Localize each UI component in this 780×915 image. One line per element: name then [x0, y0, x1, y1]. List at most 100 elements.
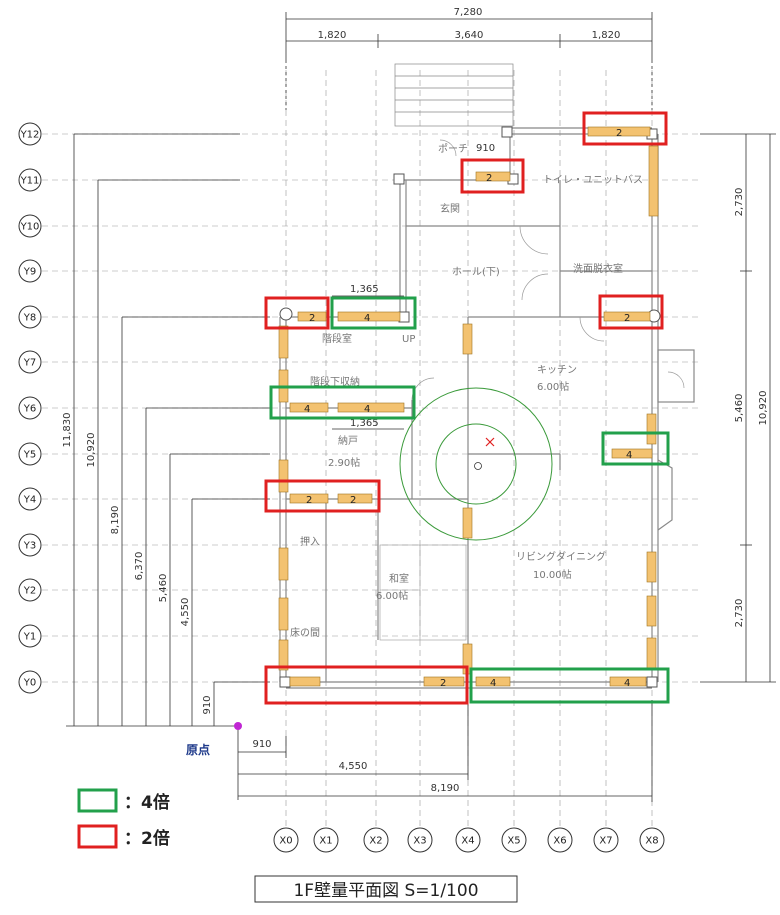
axis-bubble-y	[18, 259, 42, 283]
dim-left-5: 5,460	[158, 574, 169, 603]
axis-label-x: X1	[319, 836, 332, 847]
dim-top-c: 1,820	[592, 30, 621, 41]
svg-text:4: 4	[626, 450, 632, 461]
dim-porch: 910	[476, 143, 495, 154]
room-living: リビングダイニング	[516, 550, 606, 563]
room-up: UP	[402, 334, 415, 345]
svg-text:2: 2	[306, 495, 312, 506]
axis-label-x: X5	[507, 836, 520, 847]
axis-bubble-y	[18, 305, 42, 329]
room-hall: ホール(下)	[452, 266, 500, 278]
legend-label-2x: ：2倍	[124, 828, 170, 849]
axis-bubble-x	[363, 827, 389, 853]
legend: ：4倍 ：2倍	[77, 788, 170, 849]
svg-text:2: 2	[616, 128, 622, 139]
axis-bubble-x	[407, 827, 433, 853]
svg-text:2: 2	[309, 313, 315, 324]
axis-bubble-y	[18, 578, 42, 602]
origin-label: 原点	[186, 742, 210, 757]
axis-bubble-x	[313, 827, 339, 853]
axis-label-y: Y11	[20, 176, 40, 187]
room-oshiire: 押入	[300, 535, 320, 548]
center-of-gravity	[399, 387, 553, 541]
dim-left-6: 4,550	[180, 598, 191, 627]
room-porch: ポーチ	[438, 143, 468, 155]
plan-title-text: 1F壁量平面図 S=1/100	[293, 881, 478, 901]
svg-text:2: 2	[350, 495, 356, 506]
svg-text:2: 2	[440, 678, 446, 689]
room-nando: 納戸	[338, 434, 358, 447]
dim-left-7: 910	[202, 695, 213, 714]
axis-label-x: X3	[413, 836, 426, 847]
room-washitsu: 和室	[389, 572, 409, 585]
axis-label-y: Y3	[23, 541, 36, 552]
tatami-pattern	[379, 544, 467, 641]
axis-bubble-x	[639, 827, 665, 853]
dim-top-b: 3,640	[455, 30, 484, 41]
svg-text:4: 4	[364, 404, 370, 415]
legend-swatch-4x	[77, 788, 118, 813]
svg-text:4: 4	[304, 404, 310, 415]
dim-left-1: 11,830	[62, 413, 73, 448]
svg-text:2: 2	[624, 313, 630, 324]
svg-text:4: 4	[490, 678, 496, 689]
svg-text:4: 4	[624, 678, 630, 689]
svg-text:4: 4	[364, 313, 370, 324]
left-dimensions	[66, 133, 270, 727]
entry-steps	[394, 63, 514, 127]
axis-label-x: X0	[279, 836, 292, 847]
axis-label-y: Y12	[20, 130, 40, 141]
axis-bubble-x	[455, 827, 481, 853]
axis-label-y: Y6	[23, 404, 36, 415]
axis-bubble-y	[18, 168, 42, 192]
axis-label-y: Y4	[23, 495, 36, 506]
room-washitsu-size: 6.00帖	[376, 589, 408, 602]
axis-bubble-y	[18, 396, 42, 420]
top-dimensions	[285, 12, 653, 110]
dim-bottom-2: 4,550	[339, 761, 368, 772]
axis-bubble-y	[18, 350, 42, 374]
dim-right-total: 10,920	[758, 391, 769, 426]
room-toilet-bath: トイレ・ユニットバス	[543, 174, 643, 186]
room-kaidan-shita: 階段下収納	[310, 375, 360, 388]
wall-multipliers: 2 2 2 4 2 4 4 4 2 2 2 4 4	[304, 128, 632, 689]
right-dimensions	[700, 133, 776, 683]
axis-bubble-y	[18, 487, 42, 511]
axis-bubble-y	[18, 442, 42, 466]
axis-label-y: Y9	[23, 267, 36, 278]
axis-label-x: X7	[599, 836, 612, 847]
axis-bubble-y	[18, 214, 42, 238]
plan-title: 1F壁量平面図 S=1/100	[254, 875, 518, 903]
dim-right-c: 2,730	[734, 599, 745, 628]
room-kitchen: キッチン	[537, 364, 577, 376]
room-tokonoma: 床の間	[290, 626, 320, 639]
dim-left-2: 10,920	[86, 433, 97, 468]
bearing-walls	[278, 126, 659, 687]
axis-bubble-x	[593, 827, 619, 853]
dim-left-3: 8,190	[110, 506, 121, 535]
legend-label-4x: ：4倍	[124, 792, 170, 813]
dim-top-total: 7,280	[454, 7, 483, 18]
axis-bubble-y	[18, 122, 42, 146]
axis-bubble-y	[18, 670, 42, 694]
columns	[279, 126, 661, 688]
dim-inner-a: 1,365	[350, 284, 379, 295]
dim-right-a: 2,730	[734, 188, 745, 217]
room-living-size: 10.00帖	[533, 568, 572, 581]
axis-label-y: Y8	[23, 313, 36, 324]
room-kitchen-size: 6.00帖	[537, 380, 569, 393]
door-swings	[411, 139, 685, 401]
axis-label-y: Y1	[23, 632, 36, 643]
axis-label-y: Y0	[23, 678, 36, 689]
room-senmen: 洗面脱衣室	[573, 262, 623, 275]
origin-marker	[234, 722, 242, 730]
axis-label-x: X2	[369, 836, 382, 847]
legend-swatch-2x	[77, 824, 118, 849]
highlight-2x	[264, 111, 668, 705]
axis-bubble-y	[18, 533, 42, 557]
axis-label-y: Y2	[23, 586, 36, 597]
dim-bottom-3: 8,190	[431, 783, 460, 794]
